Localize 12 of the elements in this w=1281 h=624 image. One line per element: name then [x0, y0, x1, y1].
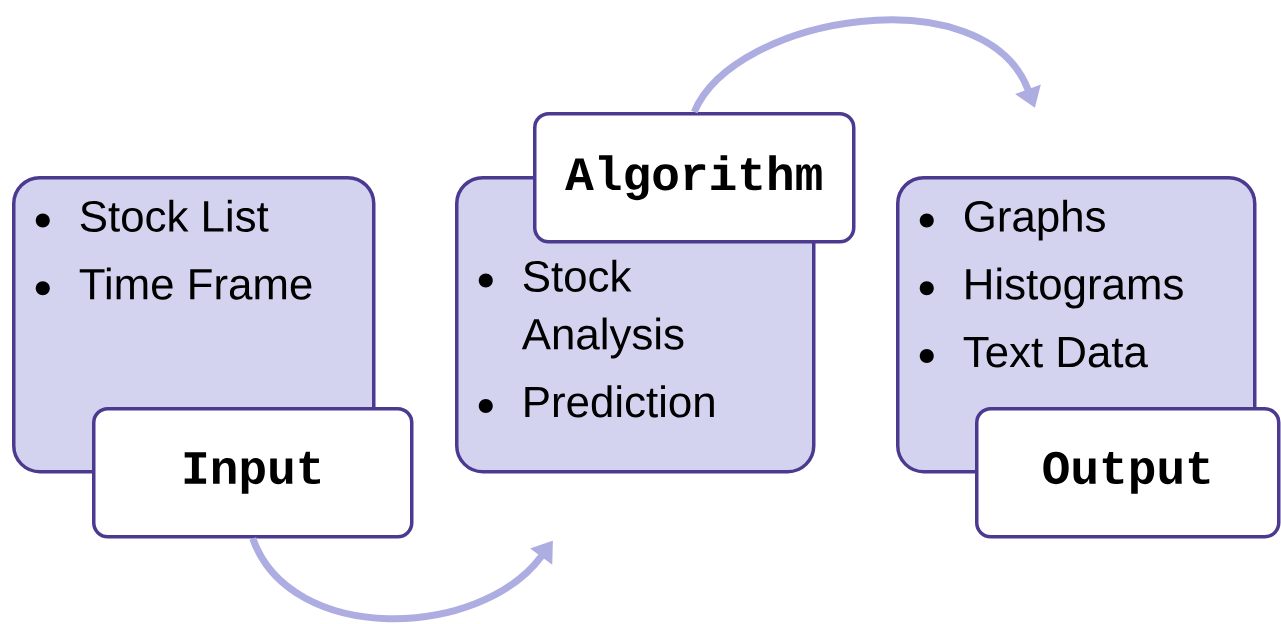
- bullet-item: Time Frame: [79, 267, 312, 300]
- title-box: Input: [92, 407, 414, 539]
- title-box: Algorithm: [533, 112, 856, 244]
- bullet-item: Text Data: [963, 336, 1148, 368]
- bullet-item: Graphs: [964, 199, 1105, 241]
- curved-arrow: [249, 536, 553, 623]
- title-box: Output: [975, 407, 1281, 539]
- bullet-item: Stock Analysis: [521, 259, 684, 359]
- curved-arrow: [691, 16, 1041, 114]
- bullet-item: Prediction: [525, 385, 714, 418]
- bullet-item: Histograms: [966, 267, 1183, 309]
- bullet-item: Stock List: [80, 199, 269, 232]
